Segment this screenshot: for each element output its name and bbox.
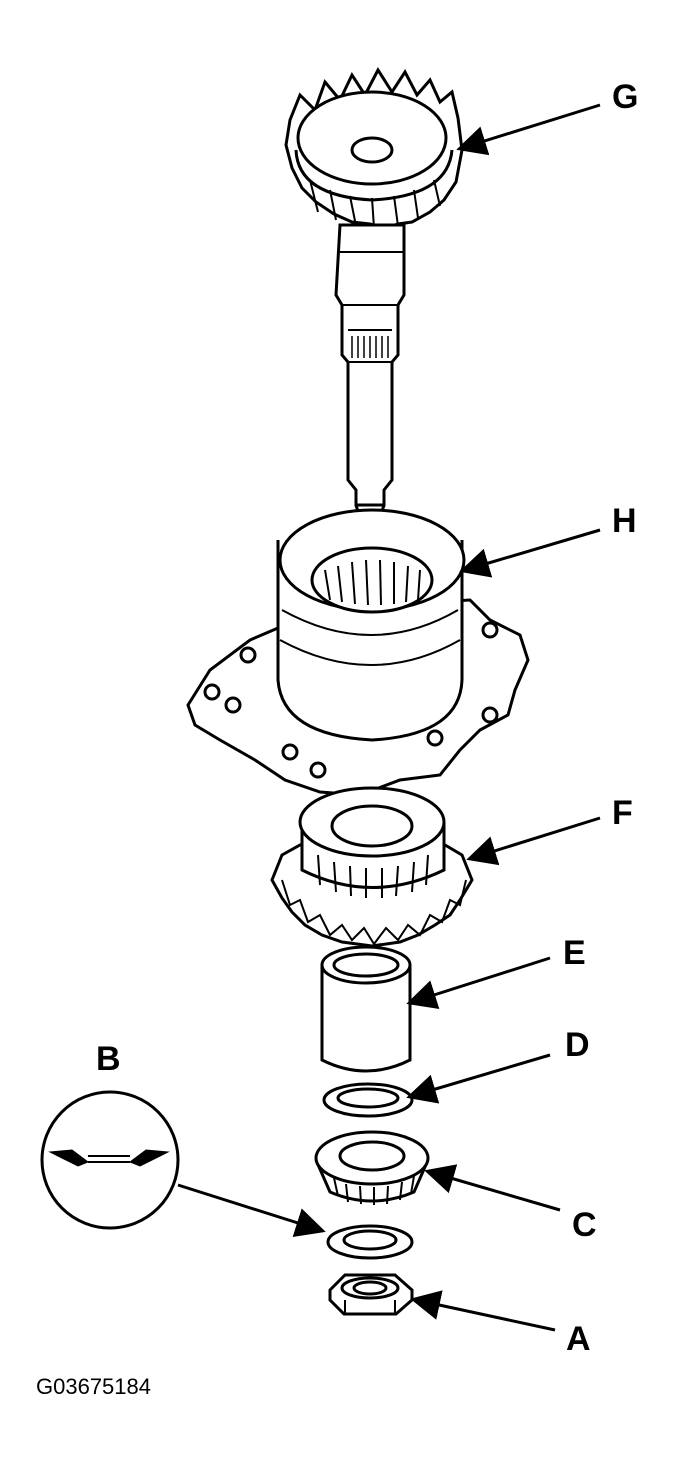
leader-arrow-d	[406, 1055, 550, 1104]
figure-id-label: G03675184	[36, 1374, 151, 1399]
part-b-spring-washer	[328, 1226, 412, 1258]
detail-circle-b	[42, 1092, 178, 1228]
callout-label-d: D	[565, 1026, 590, 1064]
leader-arrow-b	[178, 1185, 326, 1238]
leader-arrow-c	[424, 1164, 560, 1210]
part-d-thrust-washer	[324, 1084, 412, 1116]
leader-arrows	[178, 105, 600, 1330]
leader-arrow-h	[459, 530, 600, 578]
part-h-bearing-housing	[188, 510, 528, 795]
callout-label-f: F	[612, 794, 633, 832]
callout-label-e: E	[563, 934, 586, 972]
leader-arrow-a	[410, 1290, 555, 1330]
part-a-locknut	[330, 1275, 412, 1314]
callout-label-h: H	[612, 502, 637, 540]
leader-arrow-f	[466, 818, 600, 866]
callout-label-b: B	[96, 1040, 121, 1078]
callout-label-a: A	[566, 1320, 591, 1358]
leader-arrow-e	[406, 958, 550, 1010]
leader-arrow-g	[456, 105, 600, 156]
part-e-spacer-sleeve	[322, 947, 410, 1071]
part-f-bevel-gear-bearing	[272, 788, 472, 946]
part-g-gear-shaft	[286, 70, 462, 518]
callout-label-c: C	[572, 1206, 597, 1244]
part-c-tapered-bearing	[316, 1132, 428, 1205]
callout-label-g: G	[612, 78, 639, 116]
